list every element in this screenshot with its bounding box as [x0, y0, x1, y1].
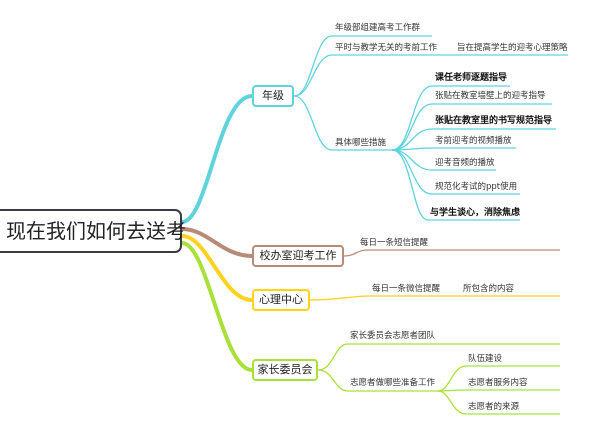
connector-grade-measures [293, 95, 392, 151]
connector-parents-prep [317, 369, 438, 392]
connector-root-grade [181, 94, 253, 224]
parents-prep-label: 志愿者做哪些准备工作 [350, 378, 436, 388]
grade-group-label: 年级部组建高考工作群 [335, 23, 421, 33]
prep-item: 志愿者的来源 [468, 402, 520, 412]
connector-office-sms [343, 249, 560, 257]
connector-root-office [181, 227, 253, 258]
psych-wechat-label: 每日一条微信提醒 [372, 284, 441, 294]
connector-grade-group [293, 35, 432, 97]
connector-psych-wechat [309, 295, 560, 301]
parents-team-label: 家长委员会志愿者团队 [350, 331, 436, 341]
measure-item: 张贴在教室墙壁上的迎考指导 [435, 91, 546, 101]
branch-grade[interactable]: 年级 [252, 85, 294, 107]
psych-content-label: 所包含的内容 [463, 284, 515, 294]
prep-item: 队伍建设 [468, 354, 503, 364]
measure-item: 与学生谈心，消除焦虑 [430, 208, 521, 218]
connector-parents-team [317, 343, 560, 371]
branch-psych-center[interactable]: 心理中心 [252, 289, 310, 311]
measure-item: 考前迎考的视频播放 [435, 136, 512, 146]
grade-nonteaching-note: 旨在提高学生的迎考心理策略 [457, 43, 568, 53]
connector-root-psych [181, 234, 253, 302]
branch-school-office[interactable]: 校办室迎考工作 [252, 245, 344, 267]
measure-item: 张贴在教室里的书写规范指导 [435, 116, 553, 126]
connector-grade-nonteaching [293, 54, 568, 97]
root-topic[interactable]: 现在我们如何去送考 [0, 209, 186, 253]
connector-root-parents [181, 241, 253, 372]
branch-parents-committee[interactable]: 家长委员会 [252, 359, 318, 381]
prep-item: 志愿者服务内容 [468, 378, 528, 388]
grade-measures-label: 具体哪些措施 [335, 138, 387, 148]
office-sms-label: 每日一条短信提醒 [360, 238, 429, 248]
grade-nonteaching-label: 平时与教学无关的考前工作 [335, 43, 438, 53]
measure-item: 规范化考试的ppt使用 [435, 182, 518, 192]
measure-item: 迎考音频的播放 [435, 158, 495, 168]
measure-item: 课任老师逐题指导 [435, 73, 508, 83]
